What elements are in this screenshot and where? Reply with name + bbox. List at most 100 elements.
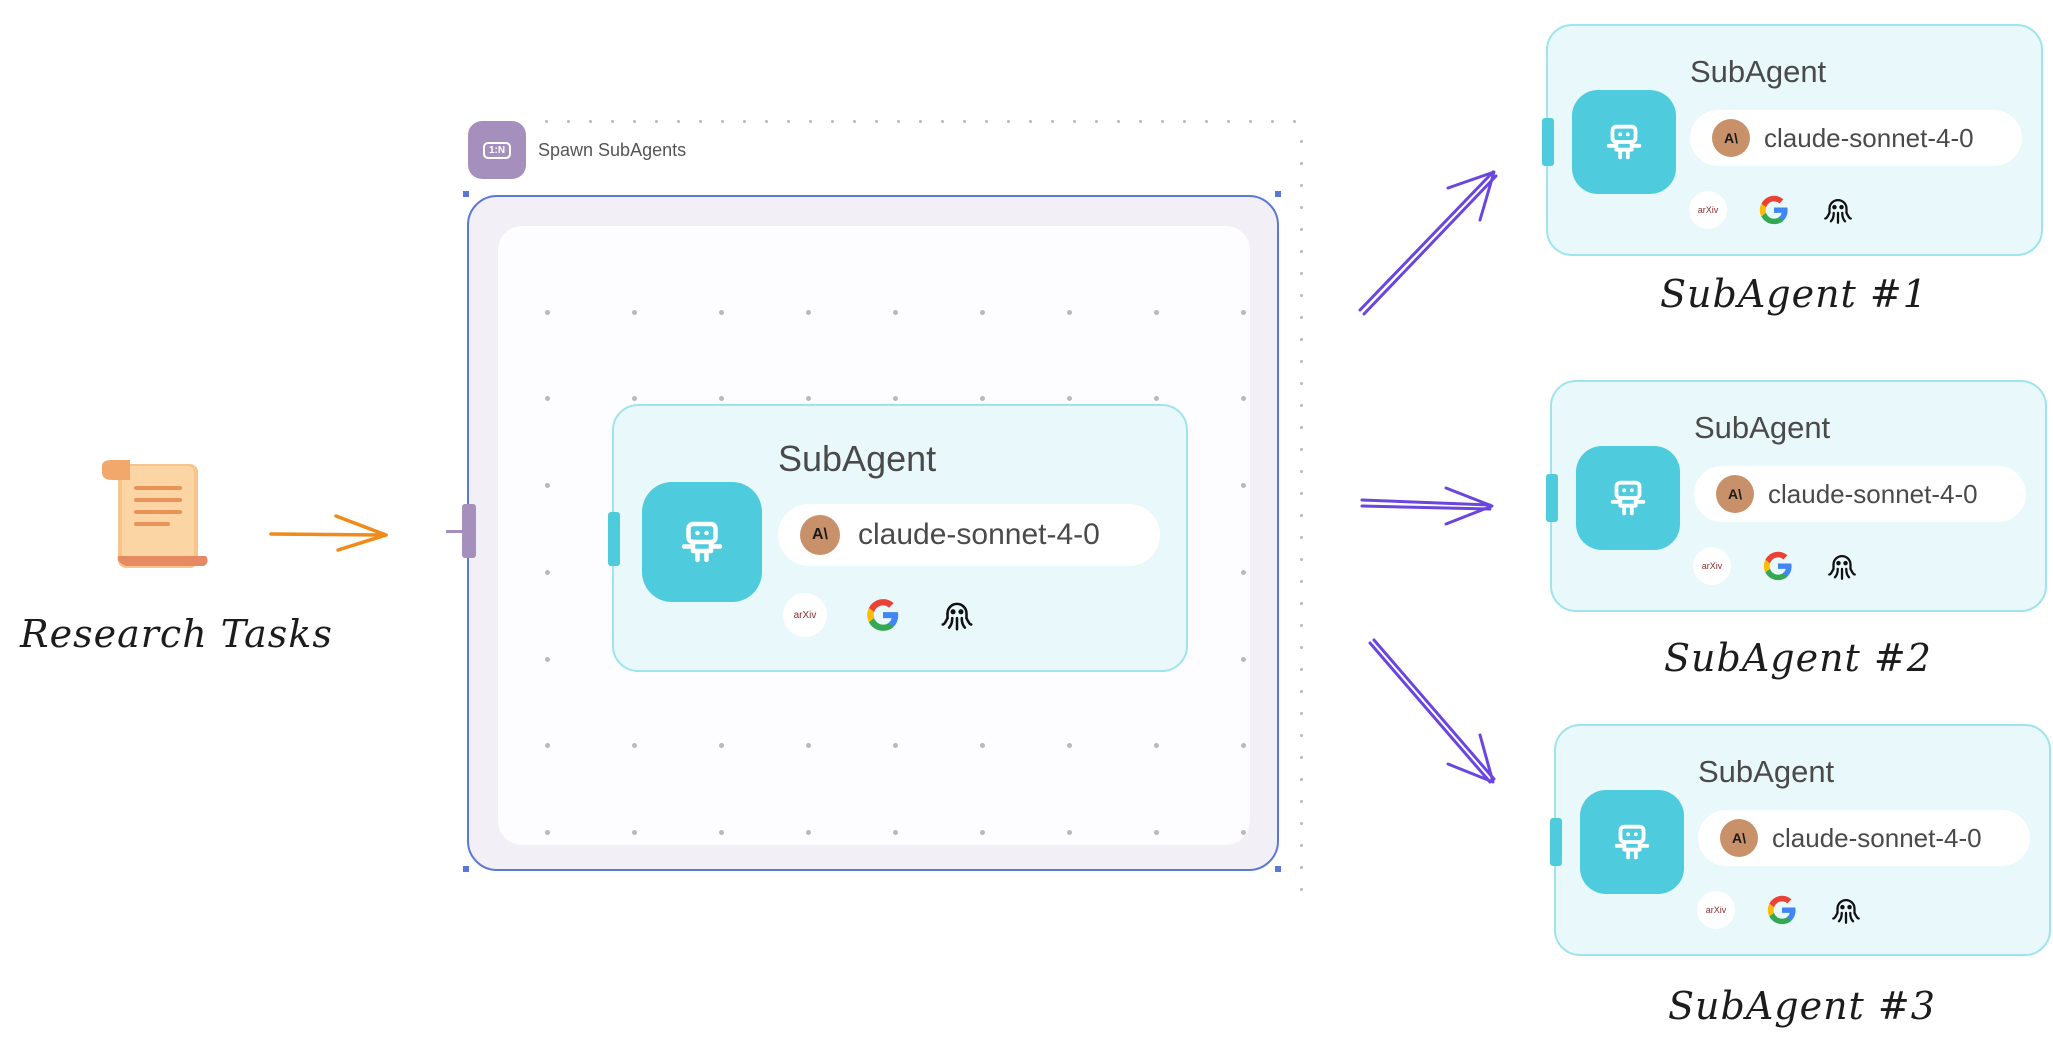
grid-dot xyxy=(1139,120,1142,123)
octopus-icon[interactable] xyxy=(934,592,980,638)
subagent-card-1[interactable]: SubAgent A\ claude-sonnet-4-0 arXiv xyxy=(1542,24,2043,256)
grid-dot xyxy=(1241,570,1246,575)
selection-handle[interactable] xyxy=(463,866,469,872)
google-icon[interactable] xyxy=(860,592,906,638)
grid-dot xyxy=(545,570,550,575)
grid-dot xyxy=(1300,206,1303,209)
model-name: claude-sonnet-4-0 xyxy=(858,518,1100,551)
grid-dot xyxy=(1067,830,1072,835)
inner-subagent-card[interactable]: SubAgent A\ claude-sonnet-4-0 arXiv xyxy=(608,404,1188,672)
grid-dot xyxy=(1241,396,1246,401)
subagent-caption-3: SubAgent #3 xyxy=(1668,984,1936,1028)
grid-dot xyxy=(1300,272,1303,275)
grid-dot xyxy=(853,120,856,123)
fanout-arrow-1 xyxy=(1358,170,1498,316)
subagent-card-3[interactable]: SubAgent A\ claude-sonnet-4-0 arXiv xyxy=(1550,724,2051,956)
anthropic-logo-icon: A\ xyxy=(1716,475,1754,513)
subagent-title: SubAgent xyxy=(1698,754,1835,789)
robot-icon xyxy=(1580,790,1684,894)
octopus-icon[interactable] xyxy=(1822,546,1862,586)
arxiv-icon[interactable]: arXiv xyxy=(1688,190,1728,230)
input-arrow xyxy=(269,514,388,552)
selection-handle[interactable] xyxy=(1275,191,1281,197)
grid-dot xyxy=(806,310,811,315)
model-pill[interactable]: A\ claude-sonnet-4-0 xyxy=(778,504,1160,566)
grid-dot xyxy=(1241,830,1246,835)
grid-dot xyxy=(893,743,898,748)
grid-dot xyxy=(545,396,550,401)
input-handle[interactable] xyxy=(608,512,620,566)
grid-dot xyxy=(1300,580,1303,583)
subagent-card-2[interactable]: SubAgent A\ claude-sonnet-4-0 arXiv xyxy=(1546,380,2047,612)
grid-dot xyxy=(893,310,898,315)
input-handle[interactable] xyxy=(1546,474,1558,522)
input-handle[interactable] xyxy=(1550,818,1562,866)
octopus-icon[interactable] xyxy=(1826,890,1866,930)
research-tasks-label: Research Tasks xyxy=(20,612,333,656)
model-pill[interactable]: A\ claude-sonnet-4-0 xyxy=(1690,110,2022,166)
grid-dot xyxy=(806,830,811,835)
model-name: claude-sonnet-4-0 xyxy=(1772,822,1982,853)
model-pill[interactable]: A\ claude-sonnet-4-0 xyxy=(1694,466,2026,522)
grid-dot xyxy=(1300,712,1303,715)
octopus-icon[interactable] xyxy=(1818,190,1858,230)
grid-dot xyxy=(1161,120,1164,123)
grid-dot xyxy=(545,657,550,662)
google-icon[interactable] xyxy=(1754,190,1794,230)
input-handle[interactable] xyxy=(1542,118,1554,166)
grid-dot xyxy=(1051,120,1054,123)
grid-dot xyxy=(721,120,724,123)
subagent-caption-2: SubAgent #2 xyxy=(1664,636,1932,680)
grid-dot xyxy=(1205,120,1208,123)
grid-dot xyxy=(980,830,985,835)
grid-dot xyxy=(1300,778,1303,781)
grid-dot xyxy=(1300,162,1303,165)
group-input-handle[interactable] xyxy=(462,504,476,558)
google-icon[interactable] xyxy=(1762,890,1802,930)
group-input-stub xyxy=(446,530,462,533)
grid-dot xyxy=(545,310,550,315)
grid-dot xyxy=(806,396,811,401)
arxiv-icon[interactable]: arXiv xyxy=(782,592,828,638)
grid-dot xyxy=(1300,514,1303,517)
model-pill[interactable]: A\ claude-sonnet-4-0 xyxy=(1698,810,2030,866)
subagent-title: SubAgent xyxy=(1690,54,1827,89)
grid-dot xyxy=(1300,338,1303,341)
grid-dot xyxy=(765,120,768,123)
grid-dot xyxy=(875,120,878,123)
anthropic-logo-icon: A\ xyxy=(800,515,840,555)
anthropic-logo-icon: A\ xyxy=(1720,819,1758,857)
grid-dot xyxy=(632,310,637,315)
grid-dot xyxy=(719,396,724,401)
grid-dot xyxy=(1154,743,1159,748)
grid-dot xyxy=(963,120,966,123)
grid-dot xyxy=(1300,184,1303,187)
grid-dot xyxy=(1241,310,1246,315)
selection-handle[interactable] xyxy=(463,191,469,197)
selection-handle[interactable] xyxy=(1275,866,1281,872)
grid-dot xyxy=(893,396,898,401)
grid-dot xyxy=(719,830,724,835)
grid-dot xyxy=(719,310,724,315)
grid-dot xyxy=(806,743,811,748)
grid-dot xyxy=(632,830,637,835)
subagent-title: SubAgent xyxy=(1694,410,1831,445)
arxiv-icon[interactable]: arXiv xyxy=(1696,890,1736,930)
google-icon[interactable] xyxy=(1758,546,1798,586)
grid-dot xyxy=(1300,690,1303,693)
grid-dot xyxy=(831,120,834,123)
grid-dot xyxy=(1300,536,1303,539)
grid-dot xyxy=(1095,120,1098,123)
grid-dot xyxy=(1300,228,1303,231)
grid-dot xyxy=(1271,120,1274,123)
grid-dot xyxy=(1227,120,1230,123)
grid-dot xyxy=(1029,120,1032,123)
grid-dot xyxy=(941,120,944,123)
subagent-caption-1: SubAgent #1 xyxy=(1660,272,1928,316)
research-tasks-node[interactable] xyxy=(96,458,214,576)
grid-dot xyxy=(1154,830,1159,835)
grid-dot xyxy=(1241,743,1246,748)
grid-dot xyxy=(787,120,790,123)
arxiv-icon[interactable]: arXiv xyxy=(1692,546,1732,586)
grid-dot xyxy=(545,743,550,748)
